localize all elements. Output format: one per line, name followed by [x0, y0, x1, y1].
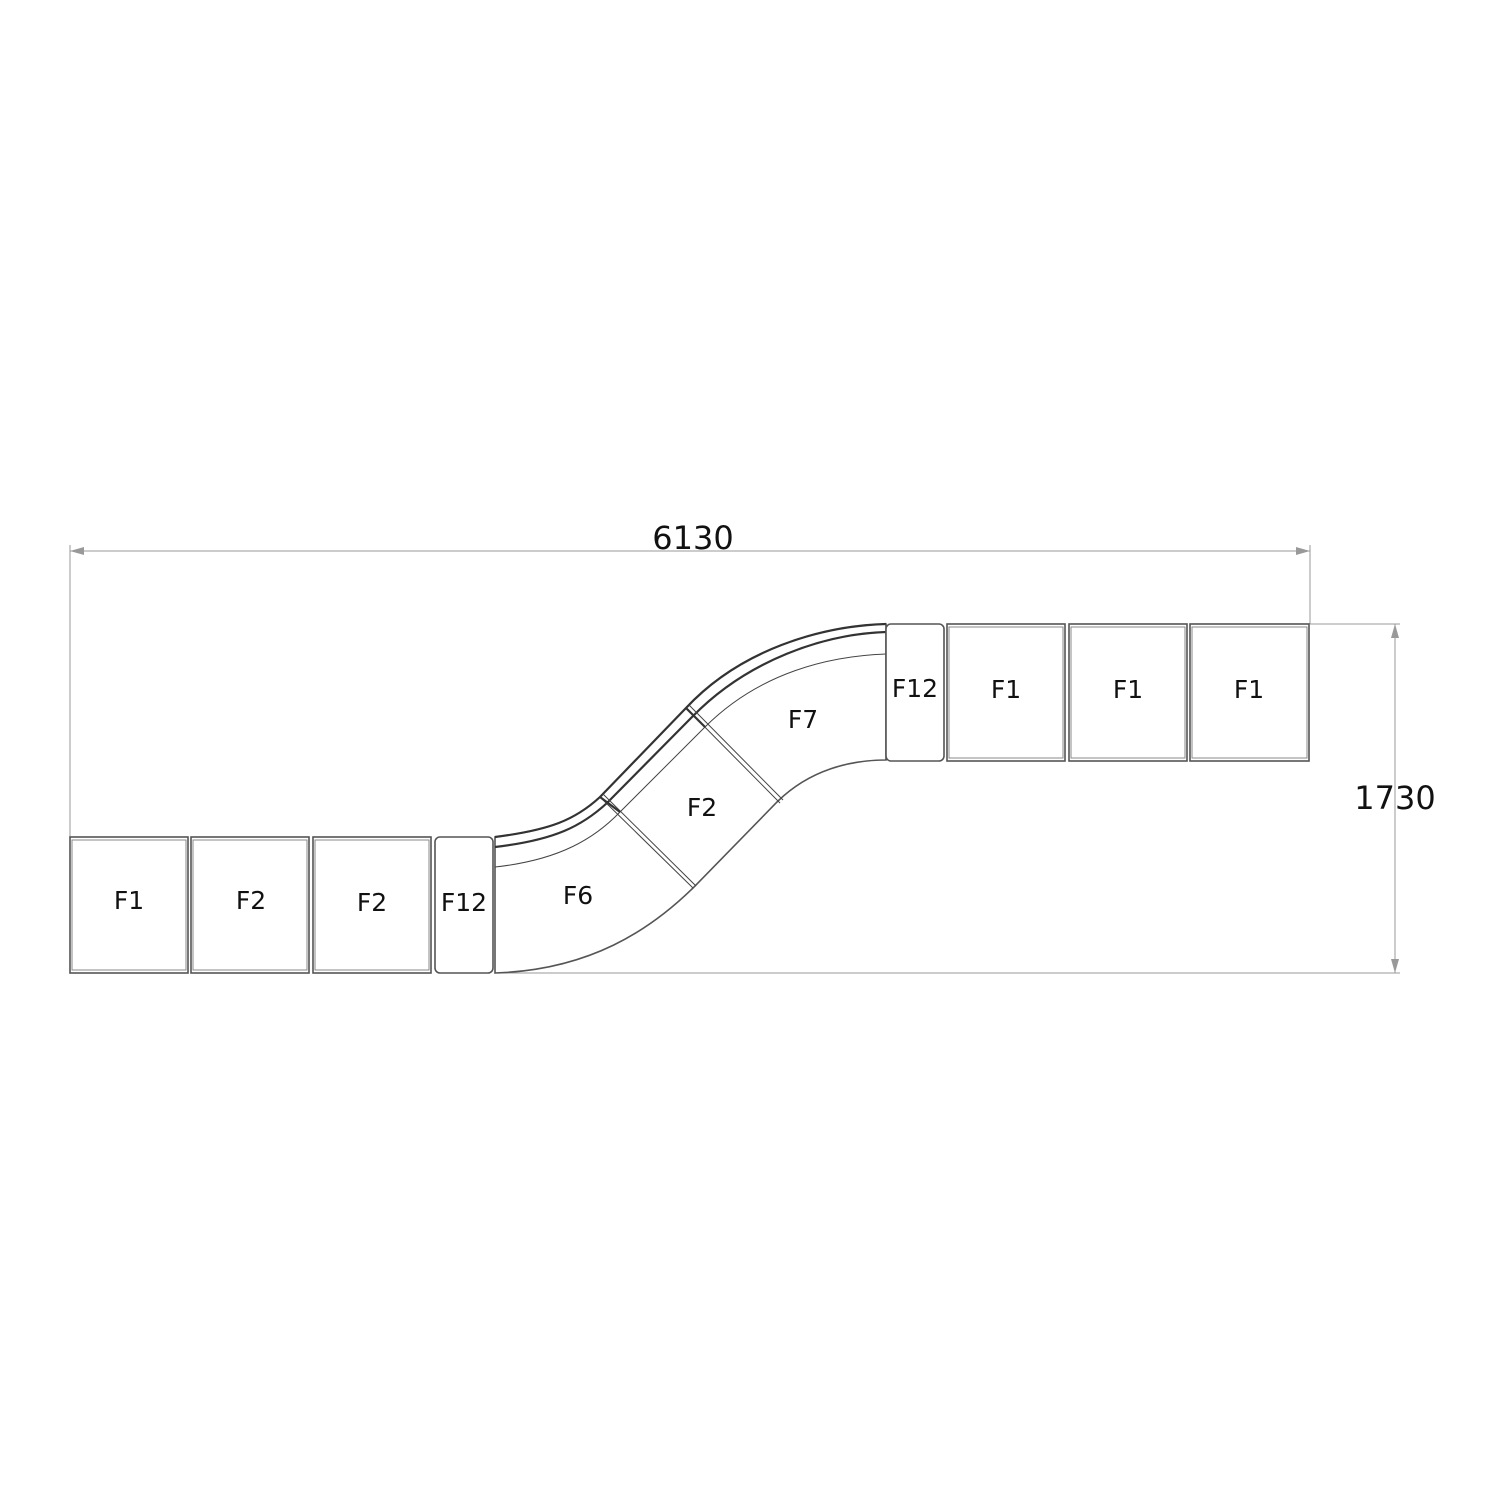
arrow-left-icon [70, 547, 84, 555]
module-label: F1 [114, 886, 144, 915]
module-label: F1 [1234, 675, 1264, 704]
module-label: F6 [563, 881, 593, 910]
arrow-right-icon [1296, 547, 1310, 555]
divider-back-marks [599, 707, 706, 813]
divider-1 [599, 793, 697, 889]
module-label: F1 [991, 675, 1021, 704]
module-right-4[interactable] [1189, 623, 1310, 762]
module-left-2-inner [192, 839, 308, 971]
module-right-1[interactable] [885, 623, 945, 762]
module-right-2[interactable] [946, 623, 1066, 762]
module-left-2[interactable] [190, 836, 310, 974]
module-label: F2 [687, 793, 717, 822]
module-label: F1 [1113, 675, 1143, 704]
module-label: F2 [357, 888, 387, 917]
arrow-up-icon [1391, 624, 1399, 638]
height-dimension-label: 1730 [1354, 779, 1435, 817]
width-dimension: 6130 [69, 519, 1311, 837]
module-right-3-inner [1070, 626, 1186, 759]
module-label: F2 [236, 886, 266, 915]
module-right-3[interactable] [1068, 623, 1188, 762]
width-dimension-label: 6130 [652, 519, 733, 557]
module-left-1[interactable] [69, 836, 189, 974]
arrow-down-icon [1391, 959, 1399, 973]
module-left-3-inner [314, 839, 430, 971]
module-right-2-inner [948, 626, 1064, 759]
height-dimension: 1730 [495, 623, 1436, 974]
module-label: F12 [441, 888, 487, 917]
curved-module-group: F6 F2 F7 [494, 622, 887, 974]
module-label: F7 [788, 705, 818, 734]
right-module-group: F12 F1 F1 F1 [885, 623, 1310, 762]
module-right-4-inner [1191, 626, 1308, 759]
module-left-3[interactable] [312, 836, 432, 974]
module-left-4[interactable] [434, 836, 494, 974]
module-label: F12 [892, 674, 938, 703]
left-module-group: F1 F2 F2 F12 [69, 836, 494, 974]
backrest-outer-edge [494, 622, 887, 839]
module-left-1-inner [71, 839, 187, 971]
